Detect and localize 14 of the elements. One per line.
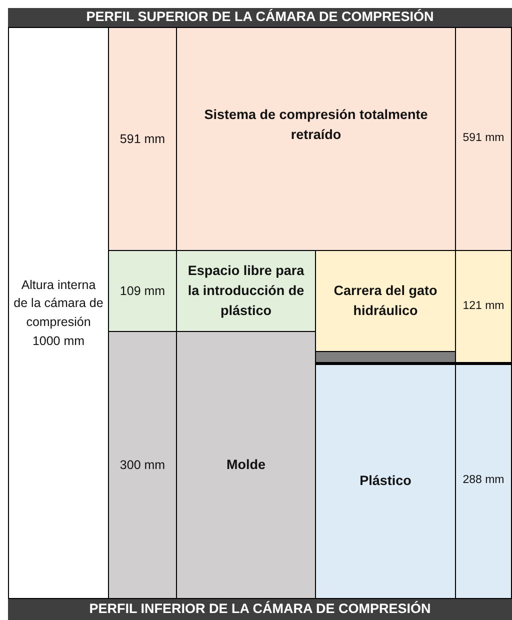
table-cell: Espacio libre para la introducción de plástico: [176, 250, 316, 332]
table-cell: Carrera del gato hidráulico: [315, 250, 456, 352]
table-cell: Altura interna de la cámara de compresión 1000 mm: [8, 27, 109, 599]
footer-band: PERFIL INFERIOR DE LA CÁMARA DE COMPRESIÓN: [8, 599, 512, 620]
table-cell: 109 mm: [108, 250, 177, 332]
table-cell: 591 mm: [455, 27, 512, 251]
table-cell: 300 mm: [108, 331, 177, 599]
table-cell: 288 mm: [455, 363, 512, 599]
table-cell: Molde: [176, 331, 316, 599]
header-band: PERFIL SUPERIOR DE LA CÁMARA DE COMPRESIÓN: [8, 8, 512, 27]
table-cell: Plástico: [315, 363, 456, 599]
table-cell: 121 mm: [455, 250, 512, 364]
table-cell: 591 mm: [108, 27, 177, 251]
table-cell: Sistema de compresión totalmente retraído: [176, 27, 456, 251]
